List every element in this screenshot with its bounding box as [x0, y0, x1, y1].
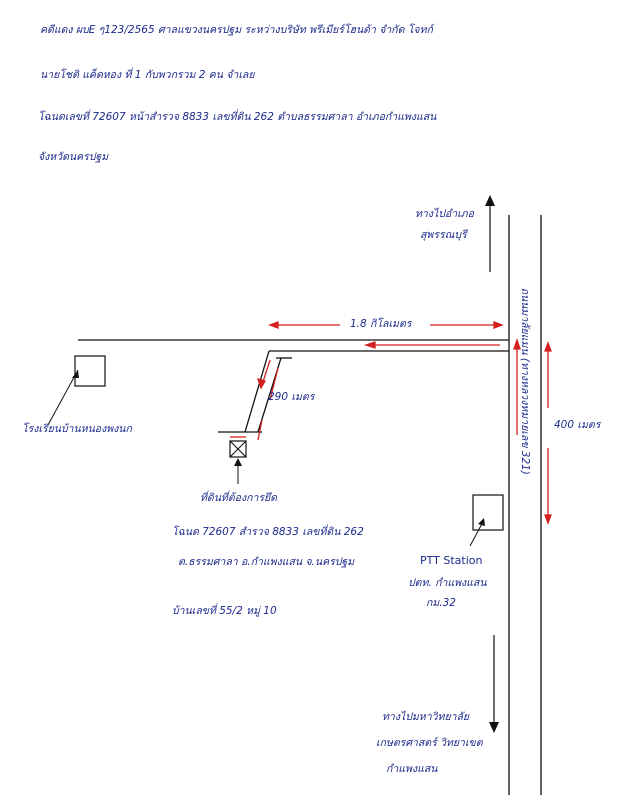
target-label-3: ต.ธรรมศาลา อ.กำแพงแสน จ.นครปฐม: [178, 556, 355, 568]
road-name-label: ถนนมาลัยแมน (ทางหลวงหมายเลข 321): [519, 287, 532, 476]
target-plot-marker: [229, 440, 247, 458]
north-direction-label: ทางไปอำเภอ: [415, 208, 474, 220]
case-header-line-2: นายโชติ แค็ดหอง ที่ 1 กับพวกรวม 2 คน จำเ…: [40, 69, 255, 81]
case-header-line-1: คดีแดง ผบE ๆ123/2565 ศาลแขวงนครปฐม ระหว่…: [40, 24, 433, 36]
case-header-line-4: จังหวัดนครปฐม: [38, 151, 109, 163]
south-direction-label-3: กำแพงแสน: [386, 763, 438, 775]
case-header-line-3: โฉนดเลขที่ 72607 หน้าสำรวจ 8833 เลขที่ดิ…: [38, 111, 437, 123]
target-label-1: ที่ดินที่ต้องการยึด: [200, 492, 277, 504]
ptt-station-label: PTT Station: [420, 554, 483, 567]
distance-vertical-label: 400 เมตร: [554, 419, 601, 431]
ptt-station-building: [472, 494, 504, 531]
house-number-label: บ้านเลขที่ 55/2 หมู่ 10: [172, 605, 277, 617]
branch-road-west-edge: [244, 350, 270, 433]
ptt-sub-label-2: กม.32: [426, 597, 456, 609]
route-markers: [230, 321, 552, 525]
south-direction-label-2: เกษตรศาสตร์ วิทยาเขต: [376, 737, 483, 749]
distance-horizontal-label: 1.8 กิโลเมตร: [350, 318, 412, 330]
school-building: [74, 355, 106, 387]
target-label-2: โฉนด 72607 สำรวจ 8833 เลขที่ดิน 262: [172, 526, 364, 538]
school-label: โรงเรียนบ้านหนองพงนก: [22, 423, 132, 435]
distance-branch-label: 290 เมตร: [268, 391, 315, 403]
ptt-sub-label-1: ปตท. กำแพงแสน: [408, 577, 487, 589]
north-direction-label-2: สุพรรณบุรี: [420, 229, 467, 241]
south-direction-label-1: ทางไปมหาวิทยาลัย: [382, 711, 470, 723]
